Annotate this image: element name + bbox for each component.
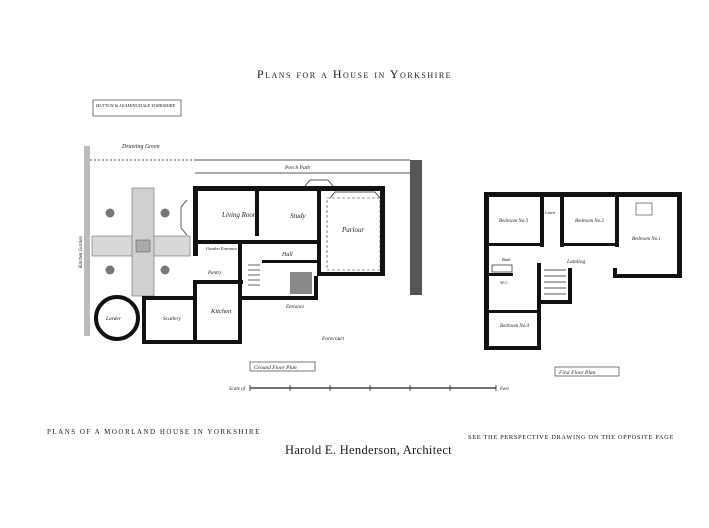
first-floor-stairs [544,269,566,295]
hall-tiles [290,272,312,294]
parlour-label: Parlour [341,226,364,234]
study-label: Study [290,212,306,220]
first-floor-title-box [554,366,620,377]
bedroom-2-label: Bedroom No.2 [575,219,604,224]
bath-tub [491,264,513,273]
forecourt-label: Forecourt [321,336,345,342]
paved-garden [91,187,191,297]
bedroom-4-label: Bedroom No.4 [500,324,529,329]
garden-trees [105,208,170,275]
ground-floor-walls [142,186,385,344]
larder-tower [94,295,140,341]
bedroom-1-label: Bedroom No.1 [632,237,661,242]
scale-bar: Scale of Feet [229,385,509,392]
stamp: HUTTON & LEAMINGDALE YORKSHIRE [92,99,182,117]
garden-wall-left [84,146,90,336]
kitchen-garden-label: Kitchen Garden [79,236,84,269]
ground-floor-title-box [249,361,316,372]
ground-floor-title: Ground Floor Plan [254,365,297,371]
entrance-label: Entrance [285,305,305,310]
larder-label: Larder [105,316,122,322]
drawing-green-label: Drawing Green [121,144,160,150]
linen-label: Linen [544,210,556,215]
hall-label: Hall [281,252,293,258]
landing-label: Landing [566,259,586,265]
bed [635,202,653,216]
page-title: Plans for a House in Yorkshire [256,67,453,81]
first-floor-plan: Bedroom No.3 Linen Bedroom No.2 Bedroom … [484,192,682,377]
boundary-wall-right [410,160,422,295]
architect-credit: Harold E. Henderson, Architect [285,443,452,457]
scale-right-label: Feet [499,387,509,392]
scullery-label: Scullery [163,316,182,322]
first-floor-title: First Floor Plan [558,370,596,376]
parlour-outline [326,197,381,271]
garden-entrance-label: Garden Entrance [206,246,237,251]
scale-left-label: Scale of [229,387,246,392]
wc-label: W.C. [500,280,509,285]
pantry-label: Pantry [207,271,222,276]
caption-left: PLANS OF A MOORLAND HOUSE IN YORKSHIRE [47,428,261,436]
porch-path-label: Porch Path [284,165,310,171]
bay-windows [180,179,381,236]
stair-lines [248,264,260,286]
first-floor-walls [484,192,682,350]
stamp-text: HUTTON & LEAMINGDALE YORKSHIRE [95,103,176,108]
living-room-label: Living Room [221,211,258,219]
bath-label: Bath [502,257,511,262]
bedroom-3-label: Bedroom No.3 [499,219,528,224]
kitchen-label: Kitchen [210,308,231,315]
caption-right: SEE THE PERSPECTIVE DRAWING ON THE OPPOS… [468,434,675,441]
ground-floor-plan: HUTTON & LEAMINGDALE YORKSHIRE [79,99,422,372]
